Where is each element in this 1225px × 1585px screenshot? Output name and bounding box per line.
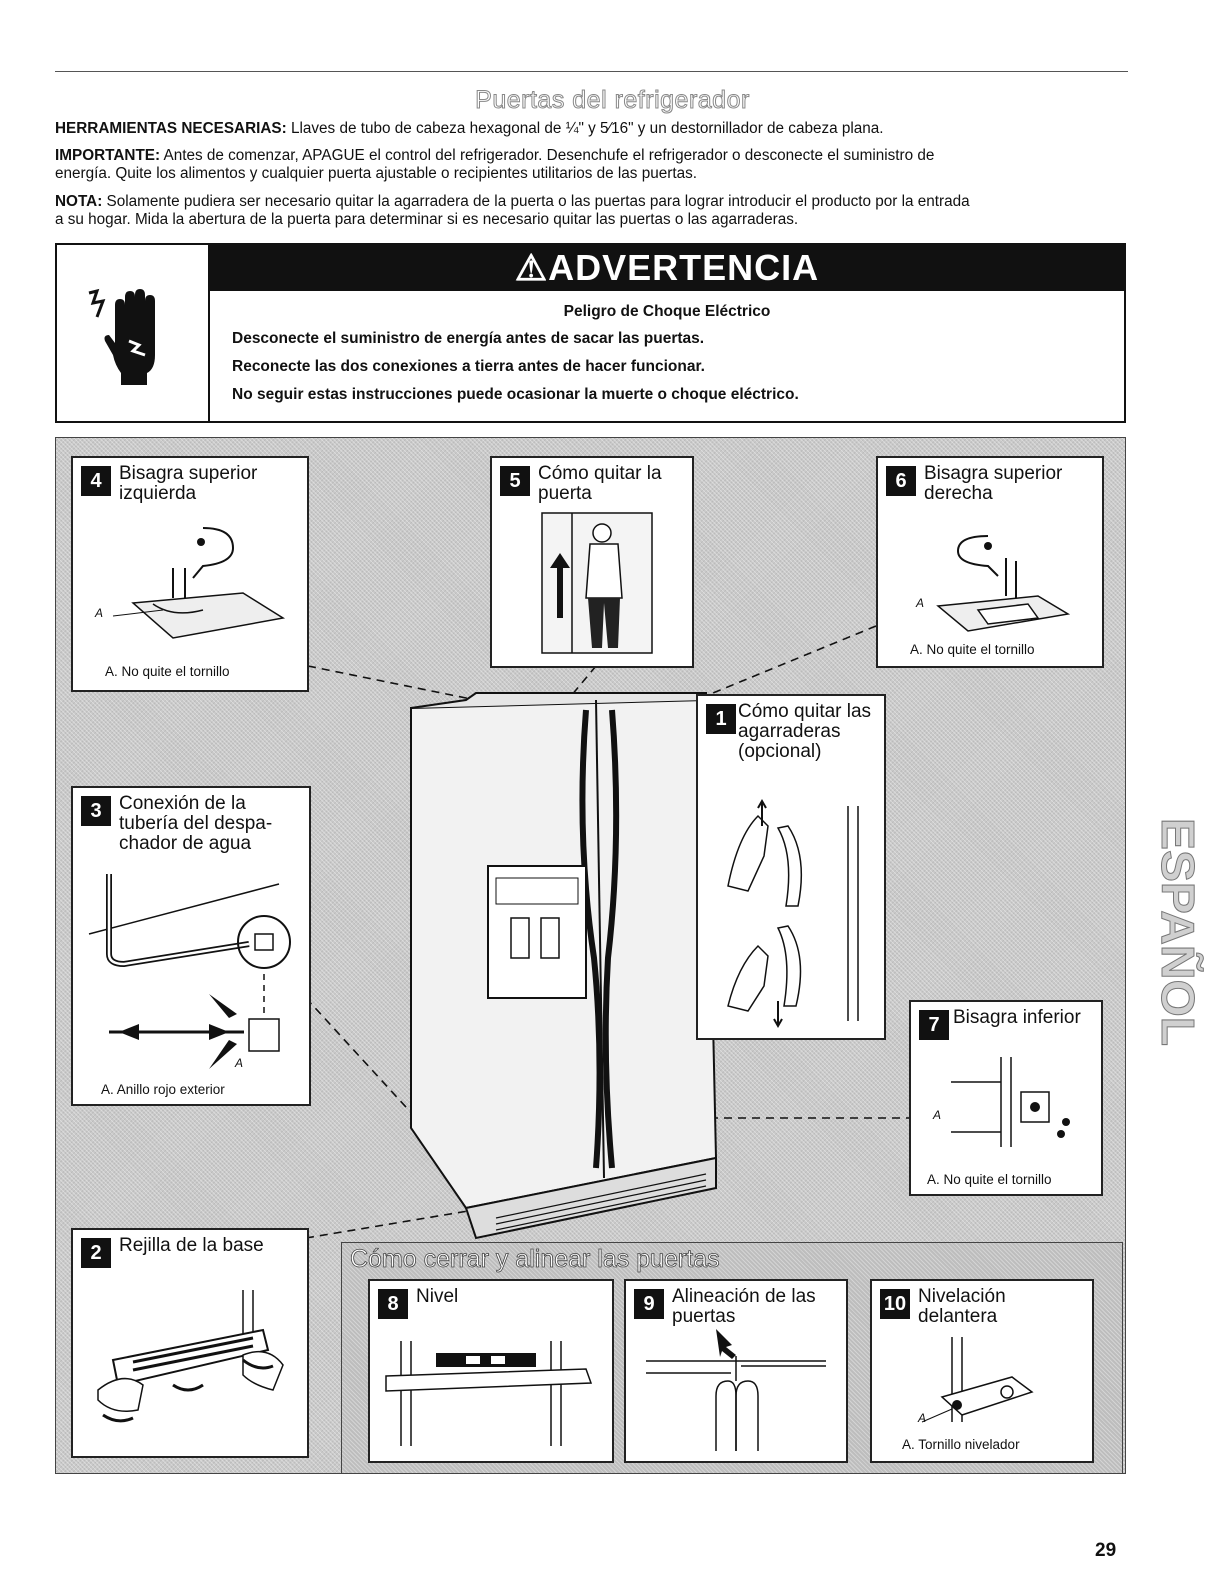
language-side-tab-text: ESPAÑOL bbox=[1152, 818, 1204, 1046]
level-drawing bbox=[385, 1341, 593, 1446]
warning-icon-box bbox=[57, 245, 210, 421]
warning-line-3: No seguir estas instrucciones puede ocas… bbox=[232, 386, 799, 403]
warning-heading: ⚠ADVERTENCIA bbox=[210, 245, 1124, 291]
step-5-panel: 5 Cómo quitar la puerta bbox=[490, 456, 694, 668]
top-rule bbox=[55, 71, 1128, 72]
base-grille-drawing bbox=[97, 1290, 284, 1423]
page-title: Puertas del refrigerador bbox=[475, 86, 750, 115]
warning-line-2: Reconecte las dos conexiones a tierra an… bbox=[232, 358, 705, 375]
step-4-number: 4 bbox=[81, 466, 111, 496]
step-3-number: 3 bbox=[81, 796, 111, 826]
step-9-title: Alineación de las puertas bbox=[672, 1286, 816, 1327]
note-text-2: a su hogar. Mida la abertura de la puert… bbox=[55, 210, 799, 228]
step-9-panel: 9 Alineación de las puertas bbox=[624, 1279, 848, 1463]
refrigerator-illustration bbox=[305, 625, 911, 1240]
step-4-panel: 4 Bisagra superior izquierda A A. No qui… bbox=[71, 456, 309, 692]
door-removal-drawing bbox=[541, 512, 653, 654]
step-10-label-a: A bbox=[918, 1411, 927, 1425]
step-10-number: 10 bbox=[880, 1289, 910, 1319]
step-6-title: Bisagra superior derecha bbox=[924, 463, 1063, 504]
instruction-diagram: 4 Bisagra superior izquierda A A. No qui… bbox=[55, 437, 1126, 1474]
door-alignment-drawing bbox=[646, 1329, 826, 1451]
step-5-number: 5 bbox=[500, 466, 530, 496]
electric-shock-hand-icon bbox=[88, 288, 155, 385]
bottom-hinge-drawing bbox=[951, 1057, 1070, 1147]
step-7-caption: A. No quite el tornillo bbox=[927, 1172, 1052, 1187]
step-3-label-a: A bbox=[235, 1056, 244, 1070]
step-1-title: Cómo quitar las agarraderas (opcional) bbox=[738, 701, 872, 762]
important-label: IMPORTANTE: bbox=[55, 147, 161, 164]
tools-text: Llaves de tubo de cabeza hexagonal de ¼"… bbox=[290, 120, 884, 137]
front-leveling-drawing bbox=[921, 1337, 1034, 1423]
closing-band-title: Cómo cerrar y alinear las puertas bbox=[350, 1245, 720, 1274]
step-8-panel: 8 Nivel bbox=[368, 1279, 614, 1463]
step-4-label-a: A bbox=[95, 606, 104, 620]
important-text-1: Antes de comenzar, APAGUE el control del… bbox=[163, 147, 935, 164]
step-3-title: Conexión de la tubería del despa-chador … bbox=[119, 793, 273, 854]
note-text-1: Solamente pudiera ser necesario quitar l… bbox=[106, 193, 970, 210]
warning-subtitle: Peligro de Choque Eléctrico bbox=[563, 303, 771, 320]
tools-label: HERRAMIENTAS NECESARIAS: bbox=[55, 120, 287, 137]
note-label: NOTA: bbox=[55, 193, 103, 210]
step-2-number: 2 bbox=[81, 1238, 111, 1268]
step-8-number: 8 bbox=[378, 1289, 408, 1319]
important-paragraph: IMPORTANTE: Antes de comenzar, APAGUE el… bbox=[55, 147, 1135, 182]
closing-steps-band: Cómo cerrar y alinear las puertas 8 Nive… bbox=[341, 1242, 1123, 1473]
step-7-title: Bisagra inferior bbox=[953, 1007, 1081, 1028]
warning-box: ⚠ADVERTENCIA Peligro de Choque Eléctrico… bbox=[55, 243, 1126, 423]
step-6-panel: 6 Bisagra superior derecha A A. No quite… bbox=[876, 456, 1104, 668]
handle-removal-drawing bbox=[727, 798, 859, 1029]
tools-paragraph: HERRAMIENTAS NECESARIAS: Llaves de tubo … bbox=[55, 120, 1135, 138]
step-6-number: 6 bbox=[886, 466, 916, 496]
step-10-panel: 10 Nivelación delantera A A. Tornillo ni… bbox=[870, 1279, 1094, 1463]
step-4-caption: A. No quite el tornillo bbox=[105, 664, 230, 679]
step-8-title: Nivel bbox=[416, 1286, 459, 1307]
step-6-label-a: A bbox=[916, 596, 925, 610]
step-2-panel: 2 Rejilla de la base bbox=[71, 1228, 309, 1458]
step-9-number: 9 bbox=[634, 1289, 664, 1319]
step-4-title: Bisagra superior izquierda bbox=[119, 463, 258, 504]
step-1-number: 1 bbox=[706, 704, 736, 734]
language-side-tab: ESPAÑOL bbox=[1152, 818, 1205, 1047]
step-3-caption: A. Anillo rojo exterior bbox=[101, 1082, 225, 1097]
water-line-drawing bbox=[88, 874, 291, 1069]
step-10-caption: A. Tornillo nivelador bbox=[902, 1437, 1020, 1452]
important-text-2: energía. Quite los alimentos y cualquier… bbox=[55, 164, 697, 182]
step-7-number: 7 bbox=[919, 1010, 949, 1040]
step-1-panel: 1 Cómo quitar las agarraderas (opcional) bbox=[696, 694, 886, 1040]
step-2-title: Rejilla de la base bbox=[119, 1235, 264, 1256]
step-10-title: Nivelación delantera bbox=[918, 1286, 1006, 1327]
right-hinge-drawing bbox=[936, 535, 1071, 632]
step-3-panel: 3 Conexión de la tubería del despa-chado… bbox=[71, 786, 311, 1106]
page-number: 29 bbox=[1095, 1540, 1117, 1561]
warning-line-1: Desconecte el suministro de energía ante… bbox=[232, 330, 705, 347]
left-hinge-drawing bbox=[112, 527, 286, 639]
note-paragraph: NOTA: Solamente pudiera ser necesario qu… bbox=[55, 193, 1135, 228]
step-5-title: Cómo quitar la puerta bbox=[538, 463, 662, 504]
step-7-label-a: A bbox=[933, 1108, 942, 1122]
step-6-caption: A. No quite el tornillo bbox=[910, 642, 1035, 657]
step-7-panel: 7 Bisagra inferior A A. No quite el torn… bbox=[909, 1000, 1103, 1196]
